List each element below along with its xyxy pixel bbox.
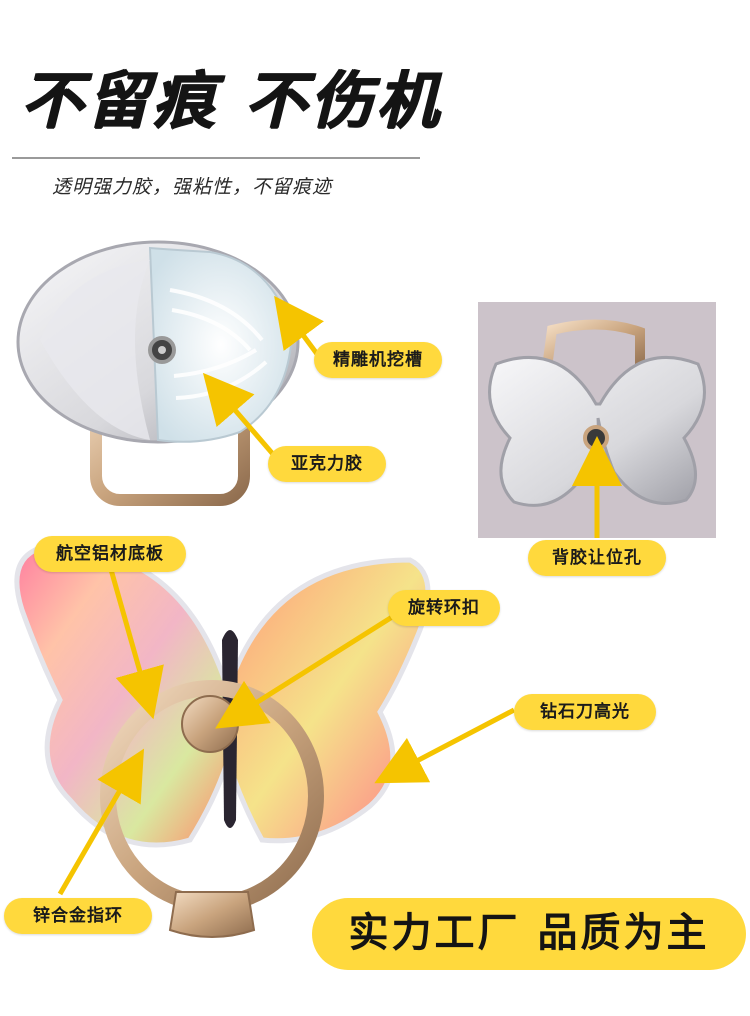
arrow-icon [215,609,402,729]
label-rotating-buckle: 旋转环扣 [388,590,500,626]
label-acrylic-glue: 亚克力胶 [268,446,386,482]
label-zinc-ring: 锌合金指环 [4,898,152,934]
oval-ring-holder [16,240,300,506]
label-back-hole: 背胶让位孔 [528,540,666,576]
butterfly-ring-product [14,545,431,938]
arrow-icon [107,565,164,720]
divider-line [12,157,420,159]
headline: 不留痕 不伤机 [20,64,442,137]
back-view-photo [478,302,716,538]
factory-banner: 实力工厂 品质为主 [312,898,746,970]
arrow-icon [374,707,516,784]
arrow-icon [274,295,324,360]
label-engraving: 精雕机挖槽 [314,342,442,378]
arrow-icon [202,372,280,462]
arrow-icon [57,748,145,896]
label-base-plate: 航空铝材底板 [34,536,186,572]
label-diamond-cut: 钻石刀高光 [514,694,656,730]
subheadline: 透明强力胶，强粘性，不留痕迹 [52,176,333,198]
